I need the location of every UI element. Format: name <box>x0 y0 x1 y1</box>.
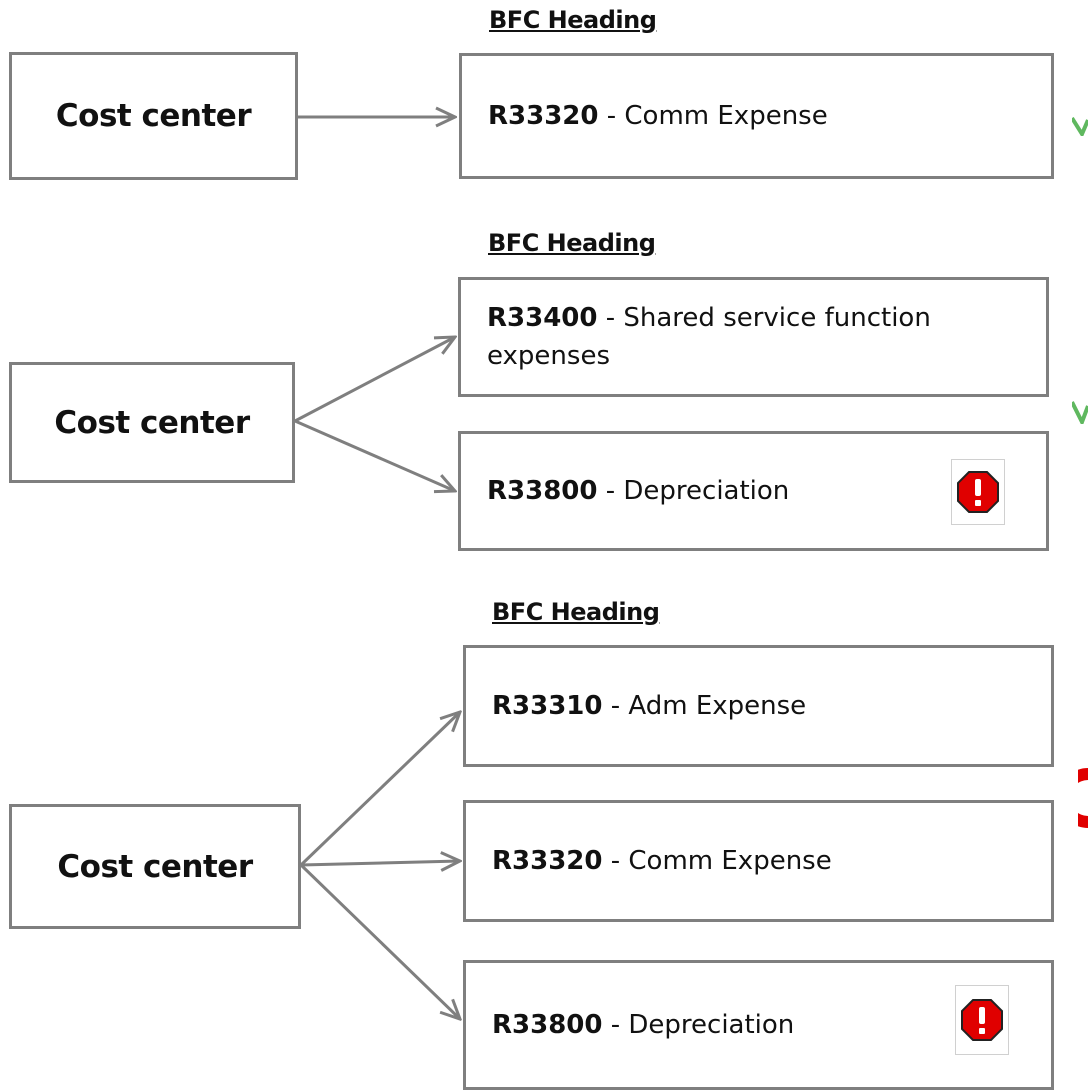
account-code: R33400 <box>487 303 598 333</box>
account-name: - Comm Expense <box>602 846 832 876</box>
account-code: R33320 <box>488 101 599 131</box>
arrow-group3-to-account2 <box>300 861 460 865</box>
checkmark-icon <box>1070 114 1088 140</box>
cost-center-label: Cost center <box>55 98 252 134</box>
arrow-group2-to-account1 <box>294 337 455 423</box>
error-circle-icon <box>1058 766 1088 834</box>
account-code: R33310 <box>492 691 603 721</box>
account-box: R33320 - Comm Expense <box>459 53 1054 179</box>
checkmark-icon <box>1070 398 1088 428</box>
arrow-group2-to-account2 <box>294 419 455 491</box>
account-box: R33320 - Comm Expense <box>463 800 1054 922</box>
cost-center-box: Cost center <box>9 52 298 180</box>
bfc-heading: BFC Heading <box>489 6 657 34</box>
account-name: - Adm Expense <box>602 691 807 721</box>
cost-center-box: Cost center <box>9 362 295 483</box>
bfc-heading: BFC Heading <box>488 229 656 257</box>
arrow-group3-to-account3 <box>299 863 460 1019</box>
account-name: - Depreciation <box>602 1010 795 1040</box>
account-code: R33320 <box>492 846 603 876</box>
cost-center-label: Cost center <box>54 404 250 441</box>
account-box: R33310 - Adm Expense <box>463 645 1054 767</box>
account-code: R33800 <box>487 476 598 506</box>
bfc-heading: BFC Heading <box>492 598 660 626</box>
account-box: R33400 - Shared service function expense… <box>458 277 1049 397</box>
account-name: - Comm Expense <box>598 101 828 131</box>
stop-sign-exclamation-icon <box>951 459 1005 525</box>
stop-sign-exclamation-icon <box>955 985 1009 1055</box>
account-box: R33800 - Depreciation <box>458 431 1049 551</box>
account-name: - Shared service function expenses <box>487 303 931 371</box>
account-code: R33800 <box>492 1010 603 1040</box>
account-name: - Depreciation <box>597 476 790 506</box>
arrow-group3-to-account1 <box>299 712 460 867</box>
cost-center-box: Cost center <box>9 804 301 929</box>
cost-center-label: Cost center <box>57 848 253 885</box>
